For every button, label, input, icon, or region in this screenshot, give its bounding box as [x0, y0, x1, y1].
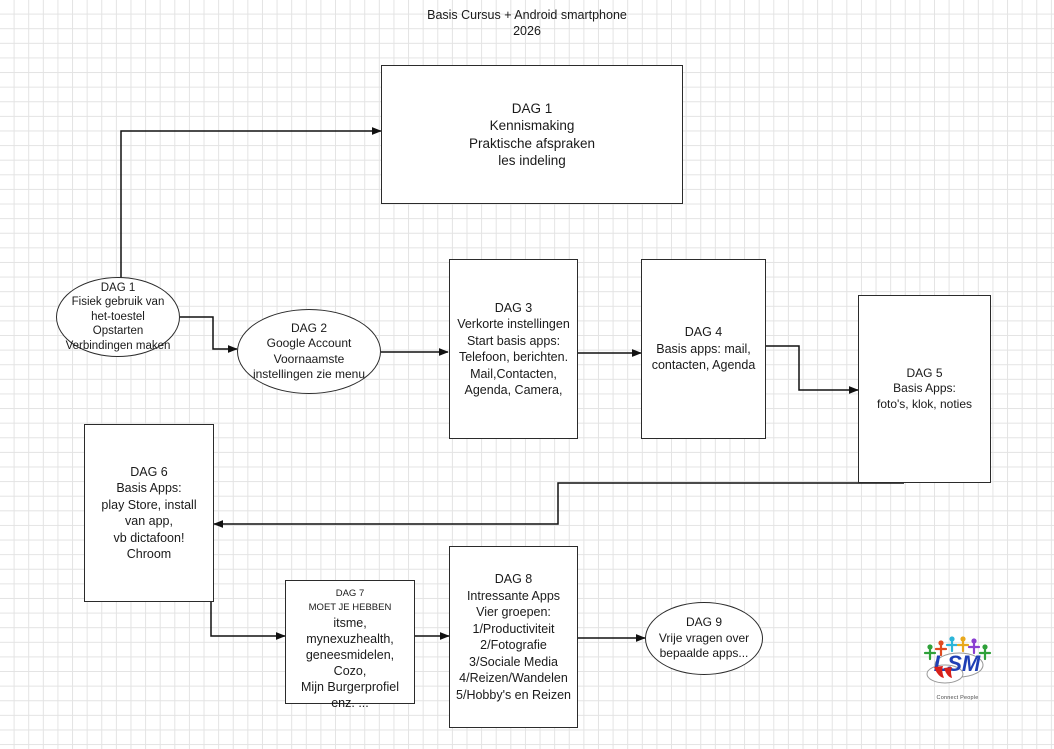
- node-dag3-box[interactable]: DAG 3 Verkorte instellingen Start basis …: [449, 259, 578, 439]
- node-dag3-box-label: DAG 3 Verkorte instellingen Start basis …: [457, 300, 570, 398]
- node-dag7-box-label: itsme, mynexuzhealth, geneesmidelen, Coz…: [301, 616, 399, 710]
- node-dag7-box-header: DAG 7 MOET JE HEBBEN: [308, 588, 392, 613]
- node-dag8-box[interactable]: DAG 8 Intressante Apps Vier groepen: 1/P…: [449, 546, 578, 728]
- node-dag7-box[interactable]: DAG 7 MOET JE HEBBEN itsme, mynexuzhealt…: [285, 580, 415, 710]
- edge-dag6box-to-dag7box: [210, 602, 286, 640]
- node-dag4-box-label: DAG 4 Basis apps: mail, contacten, Agend…: [651, 325, 756, 373]
- diagram-title: Basis Cursus + Android smartphone 2026: [427, 8, 627, 38]
- node-dag2-ellipse-label: DAG 2 Google Account Voornaamste instell…: [252, 320, 366, 382]
- node-dag1-box[interactable]: DAG 1 Kennismaking Praktische afspraken …: [381, 65, 683, 204]
- lsm-logo-caption: Connect People: [936, 695, 979, 701]
- node-dag9-ellipse-label: DAG 9 Vrije vragen over bepaalde apps...: [658, 615, 750, 661]
- node-dag6-box[interactable]: DAG 6 Basis Apps: play Store, install va…: [84, 424, 214, 602]
- node-dag1-ellipse-label: DAG 1 Fisiek gebruik van het-toestel Ops…: [65, 281, 171, 352]
- node-dag5-box[interactable]: DAG 5 Basis Apps: foto's, klok, noties: [858, 295, 991, 483]
- node-dag6-box-label: DAG 6 Basis Apps: play Store, install va…: [101, 464, 197, 562]
- node-dag5-box-label: DAG 5 Basis Apps: foto's, klok, noties: [876, 365, 972, 411]
- edge-dag4box-to-dag5box: [766, 345, 859, 394]
- node-dag2-ellipse[interactable]: DAG 2 Google Account Voornaamste instell…: [237, 309, 381, 394]
- node-dag1-ellipse[interactable]: DAG 1 Fisiek gebruik van het-toestel Ops…: [56, 277, 180, 357]
- lsm-logo: LSM Connect People: [920, 631, 995, 701]
- edge-dag5box-to-dag6box: [213, 482, 904, 528]
- node-dag1-box-label: DAG 1 Kennismaking Praktische afspraken …: [468, 100, 596, 169]
- node-dag9-ellipse[interactable]: DAG 9 Vrije vragen over bepaalde apps...: [645, 602, 763, 675]
- edge-dag1oval-to-dag1box: [120, 127, 382, 290]
- node-dag4-box[interactable]: DAG 4 Basis apps: mail, contacten, Agend…: [641, 259, 766, 439]
- edge-dag1oval-to-dag2oval: [180, 316, 238, 353]
- lsm-logo-icon: LSM: [923, 636, 992, 684]
- node-dag8-box-label: DAG 8 Intressante Apps Vier groepen: 1/P…: [456, 572, 571, 702]
